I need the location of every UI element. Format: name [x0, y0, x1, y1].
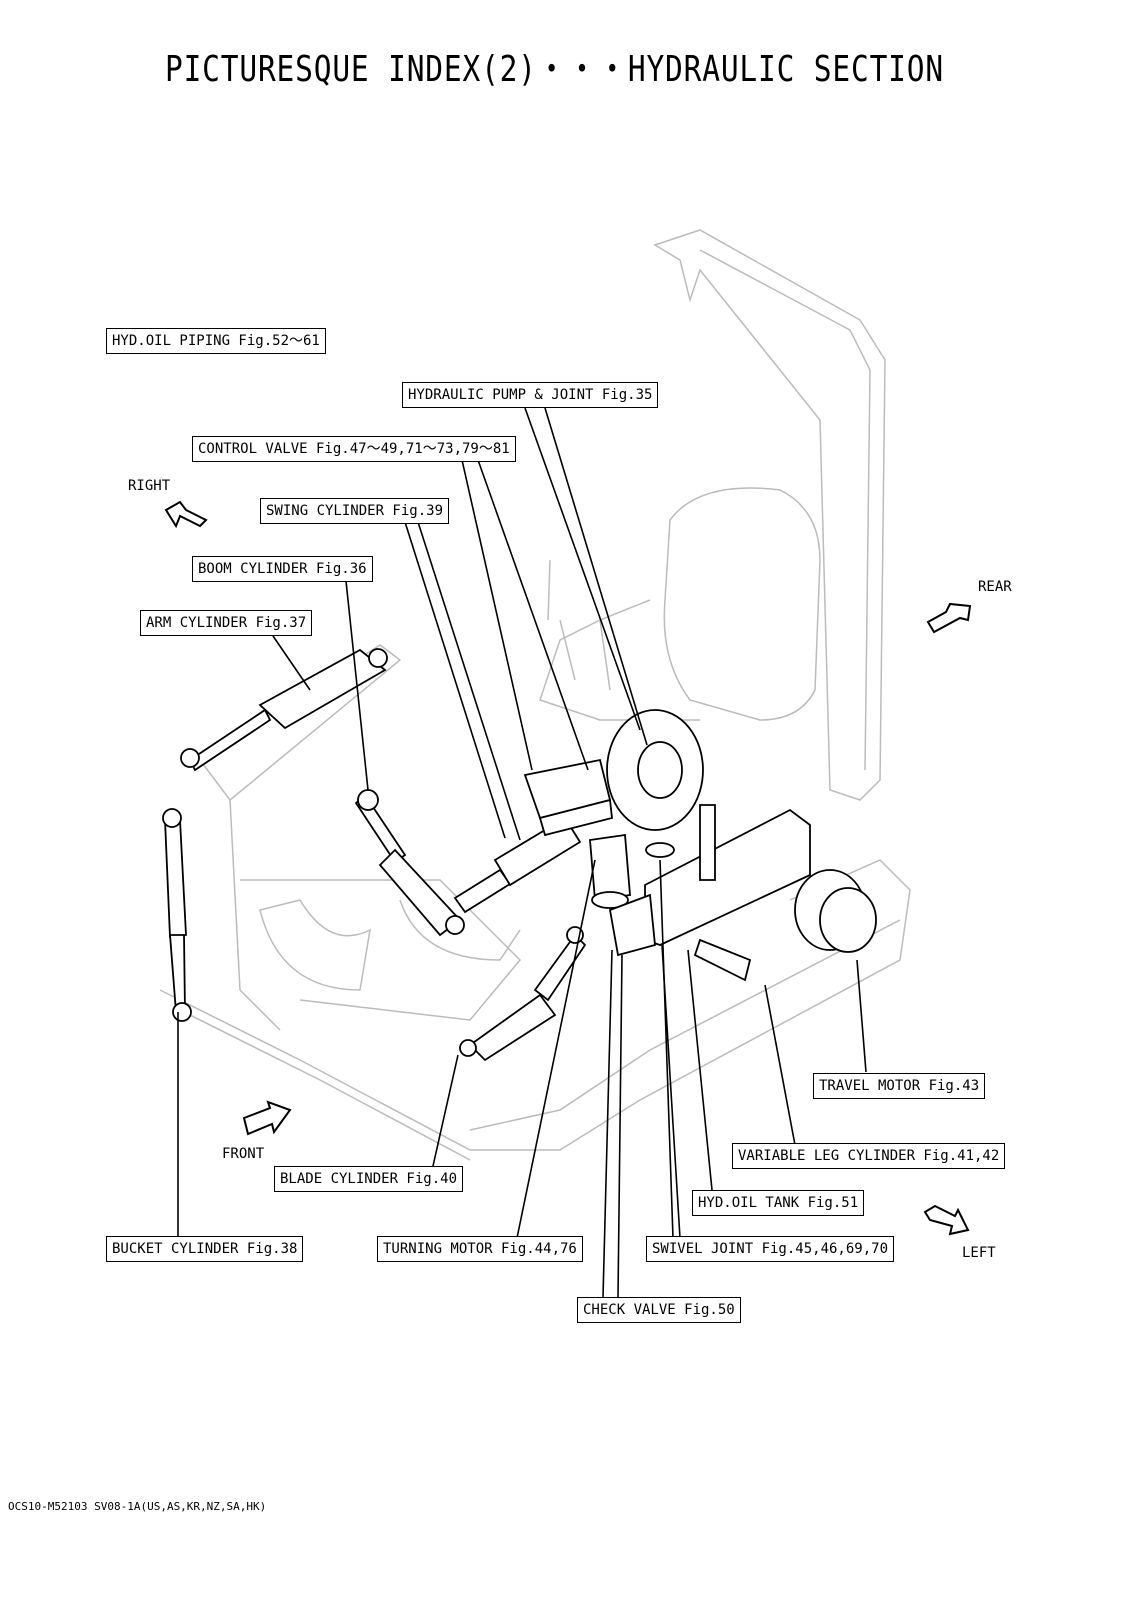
document-code: OCS10-M52103 SV08-1A(US,AS,KR,NZ,SA,HK): [8, 1500, 267, 1513]
label-bucket-cylinder: BUCKET CYLINDER Fig.38: [106, 1236, 304, 1262]
hydraulic-components: [162, 648, 877, 1062]
label-control-valve: CONTROL VALVE Fig.47～49,71～73,79～81: [192, 436, 516, 462]
label-turning-motor: TURNING MOTOR Fig.44,76: [377, 1236, 583, 1262]
label-arm-cylinder: ARM CYLINDER Fig.37: [140, 610, 313, 636]
direction-left-label: LEFT: [962, 1245, 996, 1261]
page-title: PICTURESQUE INDEX(2)・・・HYDRAULIC SECTION: [165, 49, 944, 90]
label-hyd-oil-piping: HYD.OIL PIPING Fig.52～61: [106, 328, 326, 354]
direction-right-label: RIGHT: [128, 478, 171, 494]
label-check-valve: CHECK VALVE Fig.50: [577, 1297, 741, 1323]
label-blade-cylinder: BLADE CYLINDER Fig.40: [274, 1166, 464, 1192]
direction-rear-label: REAR: [978, 579, 1012, 595]
right-arrow-icon: [164, 500, 208, 529]
direction-front-label: FRONT: [222, 1146, 265, 1162]
label-swivel-joint: SWIVEL JOINT Fig.45,46,69,70: [646, 1236, 895, 1262]
label-boom-cylinder: BOOM CYLINDER Fig.36: [192, 556, 373, 582]
label-swing-cylinder: SWING CYLINDER Fig.39: [260, 498, 450, 524]
label-variable-leg-cylinder: VARIABLE LEG CYLINDER Fig.41,42: [732, 1143, 1006, 1169]
label-travel-motor: TRAVEL MOTOR Fig.43: [813, 1073, 986, 1099]
front-arrow-icon: [242, 1100, 292, 1136]
leader-lines: [177, 407, 867, 1298]
left-arrow-icon: [923, 1204, 970, 1236]
label-hydraulic-pump: HYDRAULIC PUMP & JOINT Fig.35: [402, 382, 659, 408]
label-hyd-oil-tank: HYD.OIL TANK Fig.51: [692, 1190, 865, 1216]
direction-arrows: [164, 500, 972, 1236]
rear-arrow-icon: [926, 602, 972, 634]
